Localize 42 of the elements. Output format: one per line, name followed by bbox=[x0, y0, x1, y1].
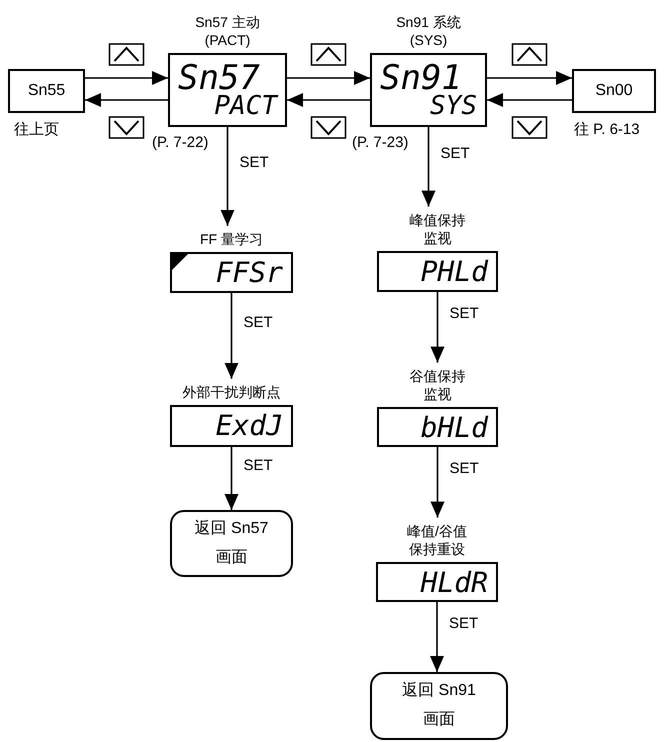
page-reference: (P. 7-22) bbox=[152, 134, 208, 151]
arrow bbox=[487, 71, 572, 85]
display-readout: PACT bbox=[214, 93, 277, 119]
arrow bbox=[224, 293, 238, 379]
arrow bbox=[487, 93, 572, 107]
return-box bbox=[170, 510, 293, 577]
arrow bbox=[85, 71, 168, 85]
parameter-title: 峰值保持监视 bbox=[408, 210, 466, 247]
return-note: 返回 Sn91画面 bbox=[401, 680, 477, 730]
arrow bbox=[430, 602, 444, 672]
return-note: 返回 Sn57画面 bbox=[194, 518, 270, 568]
arrow bbox=[422, 127, 436, 207]
display-readout: SYS bbox=[430, 93, 477, 119]
arrow bbox=[224, 447, 238, 510]
display-readout: FFSr bbox=[216, 259, 283, 287]
page-box bbox=[572, 69, 656, 113]
page-name: Sn00 bbox=[594, 82, 634, 100]
arrow bbox=[430, 292, 444, 363]
arrow bbox=[85, 93, 168, 107]
arrow bbox=[287, 93, 370, 107]
return-box bbox=[370, 672, 508, 740]
arrow bbox=[220, 127, 234, 226]
page-name: Sn55 bbox=[26, 82, 66, 100]
edge-label: SET bbox=[242, 456, 275, 474]
menu-title: Sn91 系统 (SYS) bbox=[395, 12, 462, 49]
page-reference: (P. 7-23) bbox=[352, 134, 408, 151]
display-readout: bHLd bbox=[420, 414, 488, 442]
page-reference: 往上页 bbox=[14, 120, 59, 139]
page-reference: 往 P. 6-13 bbox=[574, 120, 640, 139]
parameter-title: 外部干扰判断点 bbox=[182, 382, 282, 401]
display-readout: HLdR bbox=[420, 569, 488, 597]
display-readout: PHLd bbox=[420, 258, 488, 286]
parameter-title: FF 量学习 bbox=[199, 230, 264, 248]
display-readout: Sn57 bbox=[178, 61, 260, 95]
parameter-title: 谷值保持监视 bbox=[408, 366, 466, 403]
display-readout: Sn91 bbox=[380, 61, 462, 95]
page-box bbox=[8, 69, 85, 113]
menu-title: Sn57 主动 (PACT) bbox=[194, 12, 261, 49]
parameter-title: 峰值/谷值保持重设 bbox=[406, 522, 468, 558]
arrow bbox=[287, 71, 370, 85]
display-readout: ExdJ bbox=[216, 412, 283, 440]
arrow bbox=[430, 447, 444, 518]
